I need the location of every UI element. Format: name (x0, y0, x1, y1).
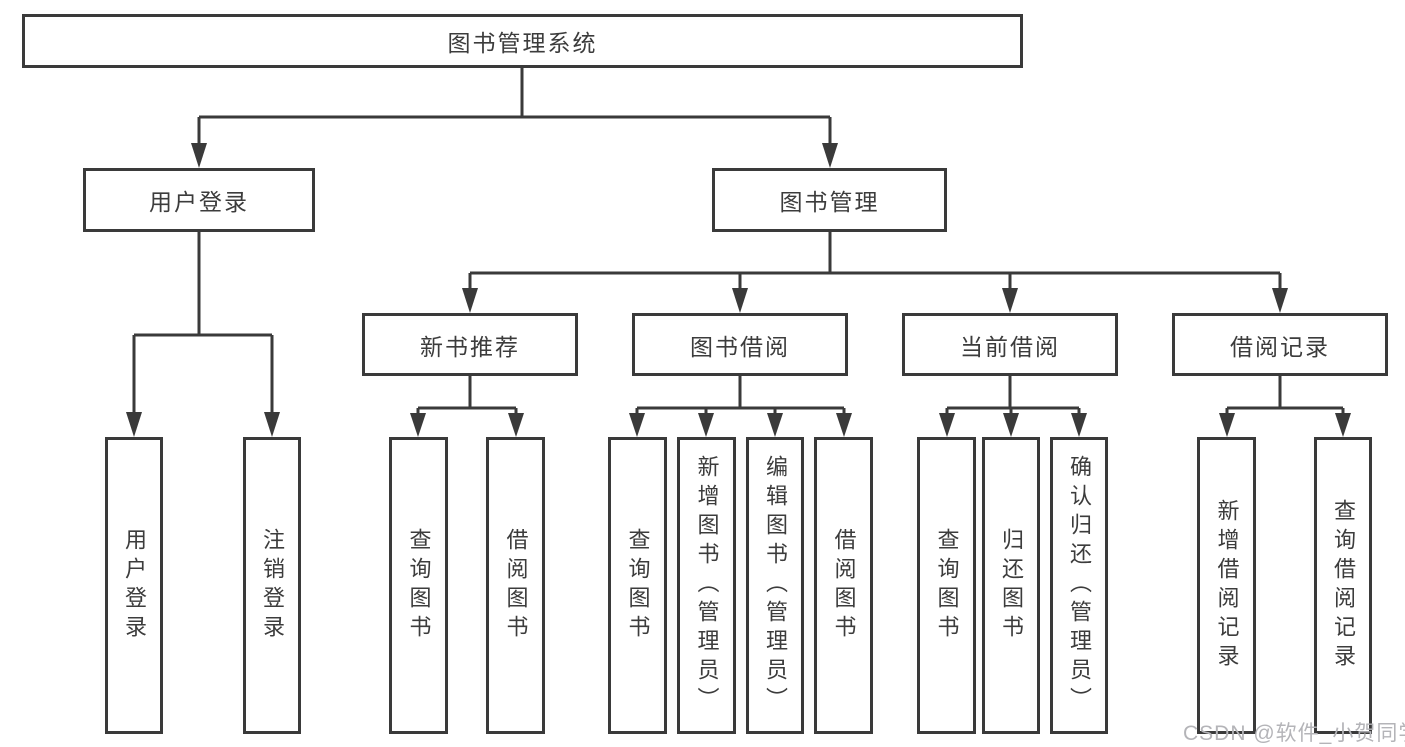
leaf-borrow-books-recommend: 借阅图书 (486, 437, 545, 734)
node-book-management: 图书管理 (712, 168, 947, 232)
leaf-query-borrow-record: 查询借阅记录 (1314, 437, 1372, 734)
leaf-query-books-recommend: 查询图书 (389, 437, 448, 734)
leaf-query-books-current: 查询图书 (917, 437, 976, 734)
leaf-logout: 注销登录 (243, 437, 301, 734)
leaf-return-book: 归还图书 (982, 437, 1040, 734)
connector-user-login-branch (126, 232, 280, 437)
connector-root-branch (191, 68, 838, 168)
connector-borrowing-records-branch (1219, 376, 1351, 437)
connector-new-book-recommend-branch (410, 376, 524, 437)
leaf-edit-book-admin: 编辑图书（管理员） (746, 437, 804, 734)
leaf-borrow-books-borrowing: 借阅图书 (814, 437, 873, 734)
leaf-add-borrow-record: 新增借阅记录 (1197, 437, 1256, 734)
connector-book-borrowing-branch (629, 376, 852, 437)
leaf-add-book-admin: 新增图书（管理员） (677, 437, 736, 734)
leaf-query-books-borrowing: 查询图书 (608, 437, 667, 734)
watermark: CSDN @软件_小贺同学 (1183, 722, 1405, 745)
node-current-borrowing: 当前借阅 (902, 313, 1118, 376)
leaf-user-login: 用户登录 (105, 437, 163, 734)
node-borrowing-records: 借阅记录 (1172, 313, 1388, 376)
leaf-confirm-return-admin: 确认归还（管理员） (1050, 437, 1108, 734)
node-user-login: 用户登录 (83, 168, 315, 232)
node-new-book-recommend: 新书推荐 (362, 313, 578, 376)
connector-current-borrowing-branch (939, 376, 1087, 437)
node-root-system: 图书管理系统 (22, 14, 1023, 68)
node-book-borrowing: 图书借阅 (632, 313, 848, 376)
connector-book-management-branch (462, 232, 1288, 313)
